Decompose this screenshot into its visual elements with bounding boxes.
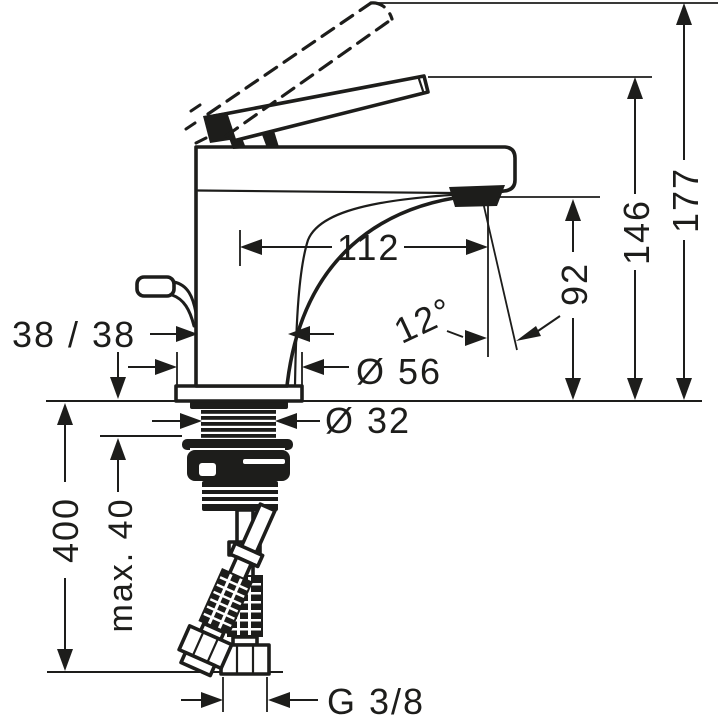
handle-raised-dashed <box>184 1 394 145</box>
aerator <box>449 185 505 207</box>
dim-label-38-38: 38 / 38 <box>12 314 136 355</box>
dimension-body-width: 38 / 38 <box>12 314 334 399</box>
handle-lever <box>203 74 430 149</box>
dimension-overall-height: 177 <box>378 2 718 400</box>
pop-up-rod <box>135 275 198 328</box>
dimension-supply-connection: G 3/8 <box>181 677 425 720</box>
dim-label-g38: G 3/8 <box>327 681 425 720</box>
dimension-spout-reach: 112 <box>239 227 488 268</box>
supply-hose-right <box>177 502 277 678</box>
dimension-tap-hole-diameter: Ø 32 <box>152 400 411 441</box>
faucet-silhouette <box>194 145 517 388</box>
dim-label-d56: Ø 56 <box>356 351 442 392</box>
dimension-hose-length: 400 <box>45 403 86 671</box>
dim-label-112: 112 <box>337 227 400 268</box>
dim-label-d32: Ø 32 <box>325 400 411 441</box>
dim-label-400: 400 <box>45 497 86 563</box>
spout-inner-line <box>293 190 502 388</box>
dim-label-177: 177 <box>665 167 706 233</box>
dim-label-max40: max. 40 <box>102 498 140 633</box>
dim-label-12deg: 12° <box>388 289 460 352</box>
dim-label-92: 92 <box>554 262 595 306</box>
dimension-max-deck-thickness: max. 40 <box>100 435 182 633</box>
dimension-outlet-angle: 12° <box>388 201 561 357</box>
dimension-spout-height: 92 <box>498 196 600 400</box>
dimension-base-diameter: Ø 56 <box>128 351 442 392</box>
mounting-shank <box>182 401 293 511</box>
dimension-handle-height: 146 <box>428 76 657 400</box>
dim-label-146: 146 <box>616 199 657 265</box>
faucet-body <box>174 145 517 403</box>
